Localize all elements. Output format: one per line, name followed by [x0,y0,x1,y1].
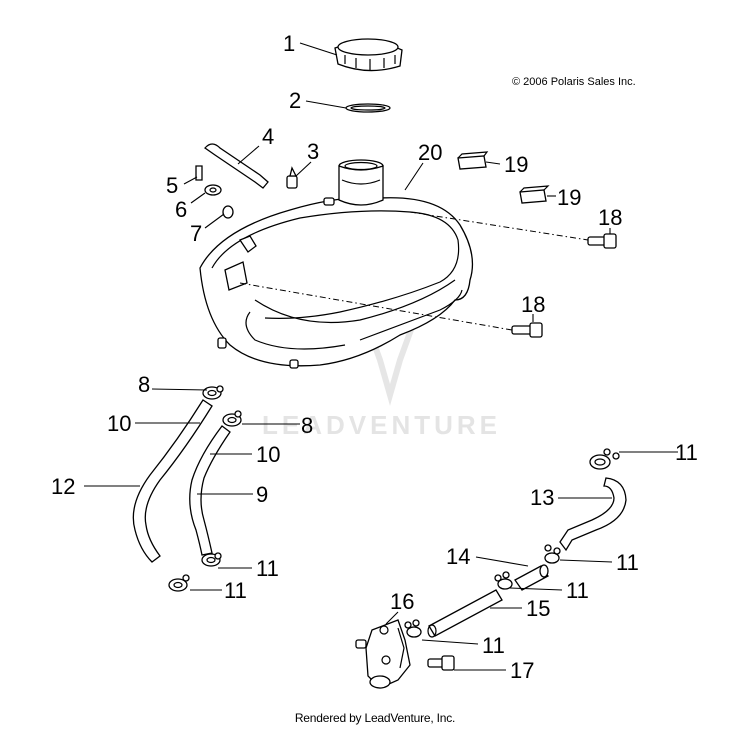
callout-15[interactable]: 15 [526,596,550,621]
leader-line-19a [485,161,501,165]
callout-18-lower[interactable]: 18 [521,292,545,317]
leader-line-1 [299,42,338,56]
leader-line-14 [475,556,529,567]
clamp-11-mid-b-part[interactable] [494,571,513,590]
callout-10-right[interactable]: 10 [256,442,280,467]
callout-8-lower[interactable]: 8 [301,413,313,438]
clamp-11-top-right-part[interactable] [589,448,620,470]
callout-2[interactable]: 2 [289,88,301,113]
callout-12[interactable]: 12 [51,474,75,499]
callout-11-left-a[interactable]: 11 [224,578,247,603]
callout-10-left[interactable]: 10 [107,411,131,436]
copyright-notice: © 2006 Polaris Sales Inc. [512,76,636,88]
leader-line-6 [190,192,206,204]
leader-line-5 [183,176,198,185]
bolt-upper-part[interactable] [587,233,617,249]
callout-16[interactable]: 16 [390,589,414,614]
callout-19-lower[interactable]: 19 [557,185,581,210]
hose-15-part[interactable] [427,589,503,638]
leader-line-20 [404,162,424,191]
callout-1[interactable]: 1 [283,31,295,56]
fuel-tank-part[interactable] [199,159,474,369]
clamp-11-lower-right-part[interactable] [404,619,422,638]
dashed-line-upper [409,211,589,241]
footer-credit: Rendered by LeadVenture, Inc. [294,711,456,725]
valve-screw-part[interactable] [427,655,455,671]
callout-20[interactable]: 20 [418,140,442,165]
callout-17[interactable]: 17 [510,658,534,683]
callout-11-left-b[interactable]: 11 [256,556,279,581]
washer-part[interactable] [204,184,222,196]
callout-19-upper[interactable]: 19 [504,152,528,177]
leader-line-11-lower-right [421,639,479,645]
leader-line-3 [295,161,312,177]
leader-line-7 [204,213,225,229]
callout-6[interactable]: 6 [175,197,187,222]
gasket-part[interactable] [345,103,391,113]
callout-7[interactable]: 7 [190,221,202,246]
vent-valve-part[interactable] [286,166,298,189]
hose-12-part[interactable] [132,399,213,563]
clamp-11-left-b-part[interactable] [201,552,222,567]
rubber-block-lower-part[interactable] [519,185,550,204]
clamp-8-upper-part[interactable] [202,385,224,400]
hose-13-part[interactable] [559,477,627,552]
fuel-cap-part[interactable] [334,38,403,72]
fuel-filter-part[interactable] [514,564,549,591]
leader-line-8-upper [151,388,208,391]
watermark-logo: LEADVENTURE [262,296,501,440]
callout-14[interactable]: 14 [446,544,470,569]
callout-11-mid-b[interactable]: 11 [566,578,589,603]
callout-11-lower-right[interactable]: 11 [482,633,505,658]
callout-4[interactable]: 4 [262,124,274,149]
grommet-part[interactable] [222,205,234,219]
watermark-text: LEADVENTURE [262,410,501,440]
vent-tube-part[interactable] [204,143,269,189]
bolt-lower-part[interactable] [511,322,543,338]
clamp-11-left-a-part[interactable] [168,574,190,592]
leader-line-2 [305,100,347,109]
rubber-block-upper-part[interactable] [457,151,489,170]
callout-18-upper[interactable]: 18 [598,205,622,230]
clamp-8-lower-part[interactable] [222,410,242,427]
callout-8-upper[interactable]: 8 [138,372,150,397]
hose-9-part[interactable] [189,425,231,556]
leader-line-11-mid-a [559,559,613,563]
dashed-line-lower [239,282,513,331]
callout-11-top-right[interactable]: 11 [675,440,698,465]
callout-11-mid-a[interactable]: 11 [616,550,639,575]
leader-line-16 [385,611,399,625]
leader-line-11-mid-b [509,587,563,591]
clamp-11-mid-a-part[interactable] [544,544,561,564]
callout-5[interactable]: 5 [166,173,178,198]
screw-part[interactable] [195,165,203,181]
callout-13[interactable]: 13 [530,485,554,510]
callout-3[interactable]: 3 [307,139,319,164]
callout-9[interactable]: 9 [256,482,268,507]
leader-line-4 [237,145,260,165]
fuel-valve-part[interactable] [355,619,411,689]
